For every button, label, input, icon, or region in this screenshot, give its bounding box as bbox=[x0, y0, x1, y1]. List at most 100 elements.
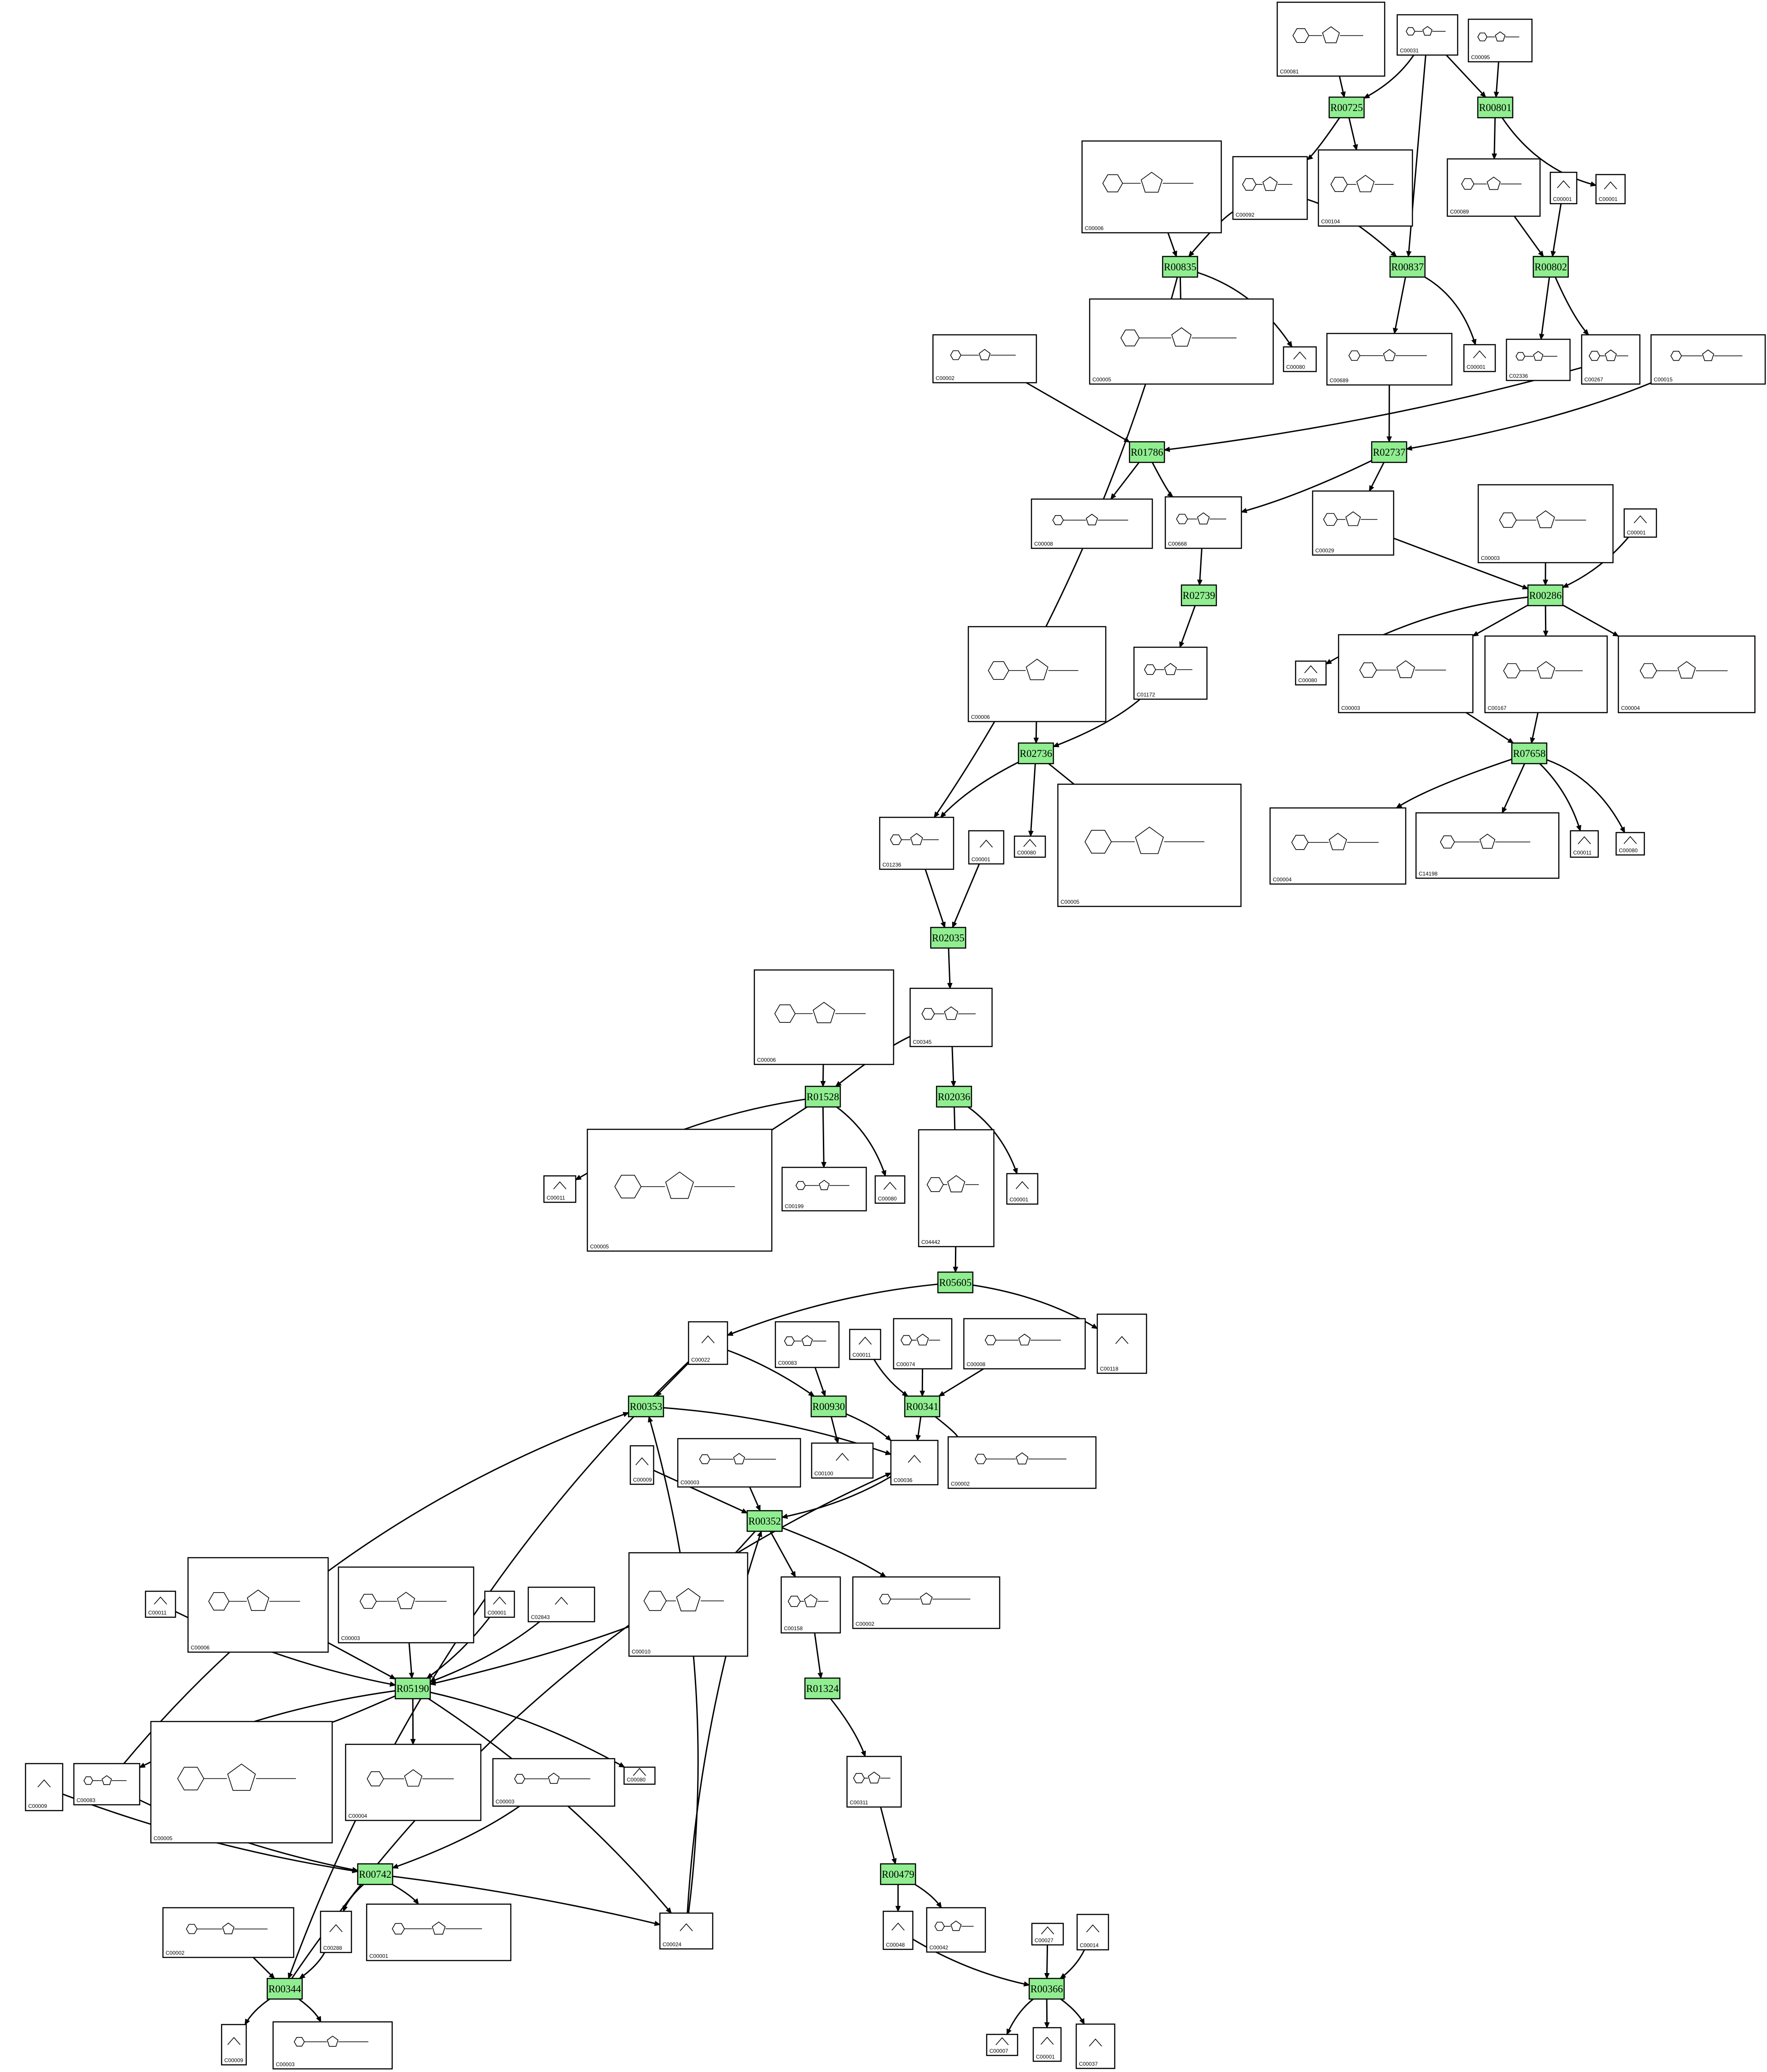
compound-box[interactable] bbox=[1484, 635, 1608, 713]
compound-node[interactable]: C00005 bbox=[150, 1721, 333, 1844]
compound-node[interactable]: C00199 bbox=[781, 1166, 867, 1212]
compound-node[interactable]: C00100 bbox=[811, 1442, 874, 1479]
compound-box[interactable] bbox=[1081, 140, 1222, 234]
compound-node[interactable]: C00031 bbox=[1396, 14, 1459, 56]
compound-box[interactable] bbox=[543, 1175, 577, 1203]
compound-box[interactable] bbox=[774, 1321, 840, 1368]
compound-box[interactable] bbox=[882, 1910, 914, 1950]
compound-box[interactable] bbox=[162, 1907, 295, 1958]
reaction-box[interactable] bbox=[930, 927, 967, 949]
compound-node[interactable]: C00001 bbox=[1463, 344, 1496, 372]
compound-node[interactable]: C00004 bbox=[345, 1743, 482, 1821]
reaction-box[interactable] bbox=[1371, 441, 1408, 463]
reaction-node[interactable]: R00352 bbox=[746, 1510, 783, 1532]
compound-box[interactable] bbox=[890, 1440, 939, 1486]
compound-box[interactable] bbox=[846, 1756, 902, 1808]
reaction-node[interactable]: R01786 bbox=[1129, 441, 1165, 463]
compound-node[interactable]: C00006 bbox=[967, 626, 1107, 722]
compound-node[interactable]: C00009 bbox=[221, 2024, 247, 2066]
compound-node[interactable]: C01172 bbox=[1133, 646, 1208, 700]
compound-box[interactable] bbox=[345, 1743, 482, 1821]
compound-node[interactable]: C00080 bbox=[623, 1766, 656, 1785]
reaction-box[interactable] bbox=[1532, 256, 1569, 278]
reaction-node[interactable]: R07658 bbox=[1511, 742, 1548, 765]
compound-node[interactable]: C00008 bbox=[963, 1318, 1086, 1370]
compound-node[interactable]: C00001 bbox=[484, 1590, 515, 1618]
compound-node[interactable]: C00167 bbox=[1484, 635, 1608, 713]
compound-node[interactable]: C00089 bbox=[1446, 158, 1541, 217]
compound-box[interactable] bbox=[1089, 298, 1274, 385]
compound-node[interactable]: C00029 bbox=[1312, 490, 1395, 556]
reaction-box[interactable] bbox=[937, 1271, 974, 1294]
compound-box[interactable] bbox=[320, 1910, 352, 1953]
compound-box[interactable] bbox=[586, 1128, 773, 1252]
compound-box[interactable] bbox=[1446, 158, 1541, 217]
compound-node[interactable]: C00345 bbox=[909, 987, 993, 1047]
compound-box[interactable] bbox=[874, 1175, 906, 1204]
compound-box[interactable] bbox=[145, 1590, 176, 1618]
compound-node[interactable]: C00001 bbox=[968, 830, 1005, 865]
reaction-node[interactable]: R00341 bbox=[904, 1395, 941, 1418]
compound-box[interactable] bbox=[1318, 149, 1413, 227]
reaction-box[interactable] bbox=[1328, 96, 1365, 119]
compound-box[interactable] bbox=[629, 1445, 655, 1485]
compound-box[interactable] bbox=[849, 1329, 881, 1360]
compound-box[interactable] bbox=[1468, 18, 1533, 63]
reaction-box[interactable] bbox=[266, 1978, 303, 2000]
compound-node[interactable]: C00001 bbox=[1623, 508, 1657, 538]
compound-box[interactable] bbox=[677, 1438, 801, 1488]
compound-box[interactable] bbox=[1283, 346, 1317, 372]
compound-node[interactable]: C00048 bbox=[882, 1910, 914, 1950]
compound-node[interactable]: C00083 bbox=[774, 1321, 840, 1368]
compound-box[interactable] bbox=[1164, 496, 1242, 549]
compound-node[interactable]: C00003 bbox=[272, 2021, 393, 2070]
compound-node[interactable]: C02843 bbox=[527, 1586, 595, 1623]
compound-box[interactable] bbox=[25, 1763, 64, 1811]
compound-node[interactable]: C00004 bbox=[1617, 635, 1756, 713]
compound-node[interactable]: C00024 bbox=[659, 1912, 714, 1950]
reaction-node[interactable]: R00286 bbox=[1527, 584, 1564, 607]
reaction-node[interactable]: R00835 bbox=[1162, 256, 1198, 278]
compound-box[interactable] bbox=[1506, 338, 1571, 381]
compound-node[interactable]: C00001 bbox=[1032, 2027, 1062, 2062]
compound-box[interactable] bbox=[1075, 2023, 1116, 2069]
compound-node[interactable]: C00118 bbox=[1096, 1313, 1147, 1374]
compound-node[interactable]: C00009 bbox=[25, 1763, 64, 1811]
reaction-box[interactable] bbox=[1527, 584, 1564, 607]
reaction-node[interactable]: R00801 bbox=[1477, 96, 1514, 119]
compound-node[interactable]: C00311 bbox=[846, 1756, 902, 1808]
compound-node[interactable]: C00003 bbox=[492, 1758, 616, 1807]
compound-box[interactable] bbox=[1415, 812, 1560, 879]
compound-node[interactable]: C00668 bbox=[1164, 496, 1242, 549]
reaction-node[interactable]: R00802 bbox=[1532, 256, 1569, 278]
reaction-node[interactable]: R00344 bbox=[266, 1978, 303, 2000]
compound-box[interactable] bbox=[1032, 2027, 1062, 2062]
compound-box[interactable] bbox=[1031, 498, 1153, 549]
reaction-box[interactable] bbox=[1028, 1978, 1065, 2000]
compound-node[interactable]: C00005 bbox=[1057, 783, 1242, 907]
compound-box[interactable] bbox=[221, 2024, 247, 2066]
compound-node[interactable]: C00003 bbox=[1477, 484, 1614, 564]
compound-box[interactable] bbox=[967, 626, 1107, 722]
compound-node[interactable]: C00005 bbox=[586, 1128, 773, 1252]
reaction-node[interactable]: R00479 bbox=[880, 1863, 916, 1885]
compound-node[interactable]: C00042 bbox=[926, 1907, 986, 1953]
compound-box[interactable] bbox=[918, 1129, 995, 1247]
compound-node[interactable]: C00002 bbox=[932, 334, 1037, 384]
compound-node[interactable]: C00006 bbox=[1081, 140, 1222, 234]
reaction-node[interactable]: R02035 bbox=[930, 927, 967, 949]
reaction-box[interactable] bbox=[810, 1395, 847, 1418]
reaction-box[interactable] bbox=[746, 1510, 783, 1532]
compound-node[interactable]: C00006 bbox=[187, 1557, 329, 1653]
reaction-box[interactable] bbox=[804, 1677, 841, 1700]
reaction-node[interactable]: R00930 bbox=[810, 1395, 847, 1418]
compound-box[interactable] bbox=[909, 987, 993, 1047]
compound-box[interactable] bbox=[1006, 1173, 1039, 1205]
compound-box[interactable] bbox=[1463, 344, 1496, 372]
compound-node[interactable]: C00080 bbox=[1615, 832, 1645, 856]
compound-box[interactable] bbox=[947, 1436, 1097, 1489]
compound-node[interactable]: C00011 bbox=[543, 1175, 577, 1203]
compound-box[interactable] bbox=[628, 1552, 749, 1657]
reaction-box[interactable] bbox=[1389, 256, 1426, 278]
compound-box[interactable] bbox=[1269, 807, 1407, 885]
